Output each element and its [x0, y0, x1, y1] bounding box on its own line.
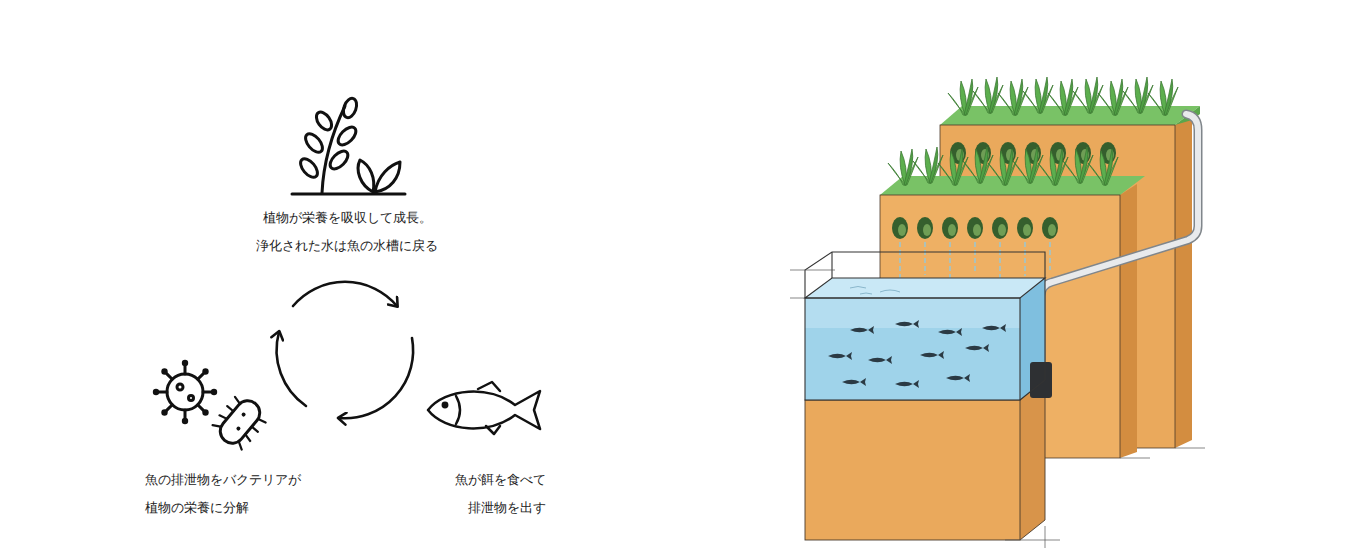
plant-icon [292, 97, 405, 194]
cycle-arrows [277, 282, 414, 418]
caption-text: 魚の排泄物をバクテリアが 植物の栄養に分解 [145, 466, 375, 522]
aquaponics-illustration [790, 77, 1205, 548]
caption-text: 植物が栄養を吸収して成長。 浄化された水は魚の水槽に戻る [227, 204, 467, 260]
bacteria-icon [153, 360, 271, 453]
caption-text: 魚が餌を食べて 排泄物を出す [386, 466, 546, 522]
fish-icon [428, 382, 540, 434]
